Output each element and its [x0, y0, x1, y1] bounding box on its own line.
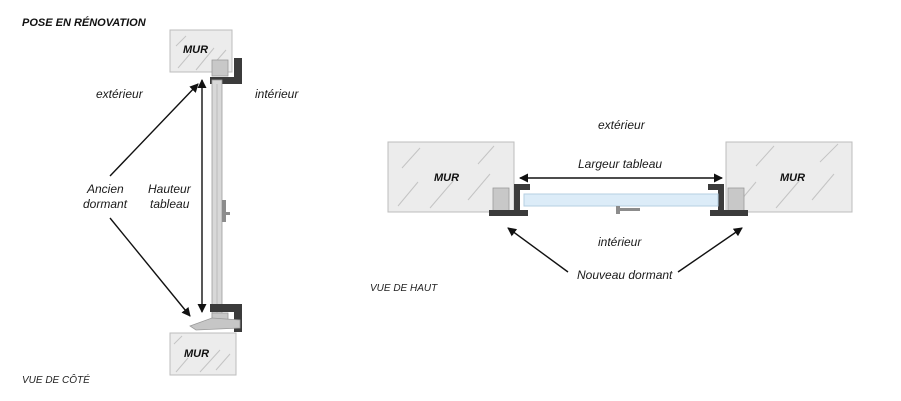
side-wall-top: MUR: [169, 29, 233, 73]
top-wall-right-label: MUR: [780, 172, 805, 184]
top-wall-left-label: MUR: [434, 172, 459, 184]
side-wall-top-label: MUR: [183, 44, 208, 56]
side-old-frame-arrow-bottom: [109, 217, 191, 317]
top-new-frame-arrow-right: [677, 227, 743, 273]
side-old-frame-label-1: Ancien: [86, 182, 124, 196]
side-window-sash: [211, 79, 230, 319]
top-view-caption: VUE DE HAUT: [370, 283, 438, 294]
top-exterior-label: extérieur: [598, 118, 646, 132]
side-old-frame-arrow-top: [109, 83, 199, 177]
side-exterior-label: extérieur: [96, 87, 144, 101]
side-wall-bottom: MUR: [169, 332, 237, 376]
top-view: MUR MUR: [370, 118, 853, 294]
top-window-handle: [616, 206, 640, 214]
side-frame-top: [210, 58, 242, 84]
side-frame-bottom: [189, 304, 242, 332]
side-height-label-2: tableau: [150, 197, 190, 211]
side-wall-bottom-label: MUR: [184, 348, 209, 360]
top-new-frame-label: Nouveau dormant: [577, 268, 673, 282]
side-view-caption: VUE DE CÔTÉ: [22, 373, 90, 386]
side-interior-label: intérieur: [255, 87, 299, 101]
side-old-frame-label-2: dormant: [83, 197, 128, 211]
top-interior-label: intérieur: [598, 235, 642, 249]
top-wall-right: MUR: [725, 141, 853, 213]
side-view: MUR MUR: [22, 29, 299, 386]
side-height-label-1: Hauteur: [148, 182, 192, 196]
top-new-frame-arrow-left: [507, 227, 569, 273]
top-frame-left: [489, 184, 530, 216]
top-frame-right: [708, 184, 748, 216]
top-width-label: Largeur tableau: [578, 157, 662, 171]
diagram-title: POSE EN RÉNOVATION: [22, 16, 147, 29]
top-glass-pane: [523, 193, 719, 207]
